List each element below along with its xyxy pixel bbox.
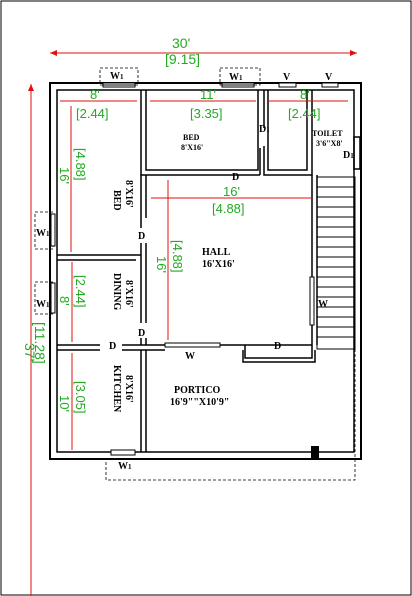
door-tag: D	[274, 341, 281, 352]
hall-height-m: [4.88]	[170, 240, 185, 273]
dim-arrow	[350, 50, 357, 56]
staircase	[316, 176, 356, 350]
window-tag-w: W	[318, 299, 328, 310]
window-tag-w1: W1	[110, 71, 124, 82]
ventilator-tag: V	[283, 72, 291, 83]
dining-name: DINING	[111, 273, 122, 310]
dim-arrow	[50, 50, 57, 56]
portico-size: 16'9""X10'9"	[170, 397, 229, 408]
door-tag: D	[138, 231, 145, 242]
window-tag-w1: W1	[118, 461, 132, 472]
door-tag-d1: D1	[259, 124, 270, 135]
toilet-name: TOILET	[312, 129, 343, 138]
inner-walls	[57, 90, 361, 452]
outer-walls	[49, 82, 362, 460]
toilet-width-ft: 8'	[300, 87, 310, 102]
bed-left-height-m: [4.88]	[73, 148, 88, 181]
dim-arrow	[28, 84, 34, 91]
door-tag: D	[138, 328, 145, 339]
bed-top-width-ft: 11'	[200, 87, 216, 102]
window-tag-w1: W1	[36, 228, 50, 239]
toilet-size: 3'6"X8'	[316, 139, 343, 148]
ventilator-tag: V	[325, 72, 333, 83]
bed-left-size: 8'X16'	[123, 180, 134, 208]
hall-name: HALL	[202, 247, 231, 258]
bed-left-width-m: [2.44]	[76, 106, 109, 121]
bed-left-height-ft: 16'	[57, 167, 72, 184]
dining-height-ft: 8'	[57, 296, 72, 306]
door-tag: D	[232, 172, 239, 183]
hall-width-ft: 16'	[223, 184, 240, 199]
portico-name: PORTICO	[174, 385, 221, 396]
dining-height-m: [2.44]	[73, 275, 88, 308]
window-tag-w1: W1	[36, 299, 50, 310]
bed-left-name: BED	[111, 190, 122, 211]
kitchen-height-ft: 10'	[57, 395, 72, 412]
door-tag: D	[109, 341, 116, 352]
door-tag-d1: D1	[343, 150, 354, 161]
toilet-width-m: [2.44]	[288, 106, 321, 121]
kitchen-height-m: [3.05]	[73, 381, 88, 414]
dining-size: 8'X16'	[123, 280, 134, 308]
portico-outline	[105, 349, 356, 481]
kitchen-size: 8'X16'	[123, 375, 134, 403]
windows	[34, 67, 339, 456]
window-tag-w: W	[185, 351, 195, 362]
hall-width-m: [4.88]	[212, 201, 245, 216]
overall-length-m: [11.28]	[32, 322, 48, 364]
overall-length-ft: 37'	[22, 343, 38, 361]
hall-size: 16'X16'	[202, 259, 235, 270]
hall-height-ft: 16'	[154, 256, 169, 273]
bed-left-width-ft: 8'	[90, 87, 100, 102]
bed-top-name: BED	[183, 133, 200, 142]
column-marker	[311, 446, 319, 460]
overall-width-m: [9.15]	[165, 51, 200, 67]
bed-top-size: 8'X16'	[181, 143, 203, 152]
window-tag-w1: W1	[229, 72, 243, 83]
bed-top-width-m: [3.35]	[190, 106, 223, 121]
kitchen-name: KITCHEN	[111, 365, 122, 413]
overall-width-ft: 30'	[172, 35, 190, 51]
